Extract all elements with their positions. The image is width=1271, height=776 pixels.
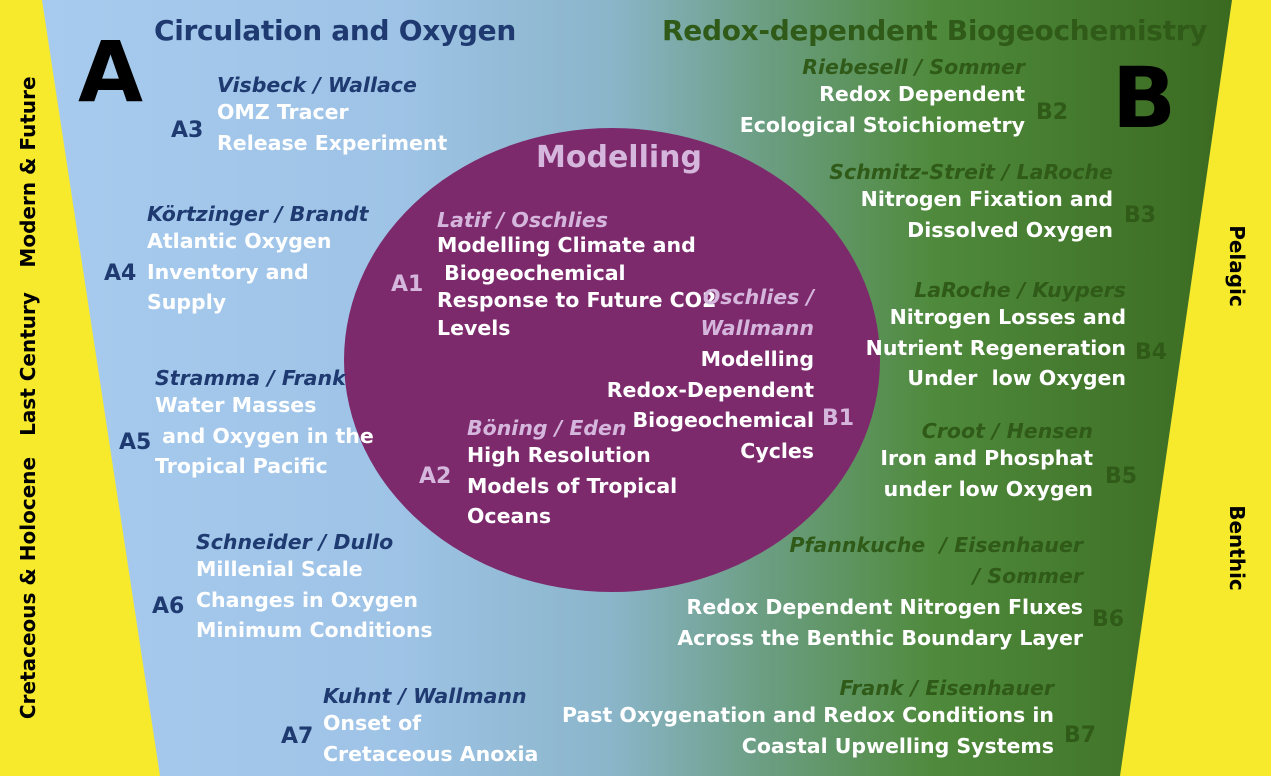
project-a7-title-line: Cretaceous Anoxia [323,741,539,766]
project-b3-title-line: Dissolved Oxygen [907,217,1113,242]
project-a4: Körtzinger / Brandt Atlantic Oxygen Inve… [147,202,368,318]
project-a6-title-line: Millenial Scale [196,557,363,581]
project-code-a2: A2 [419,464,452,489]
project-b4-authors: LaRoche / Kuypers [914,278,1126,302]
project-a2-title-line: High Resolution [467,443,651,467]
right-title: Redox-dependent Biogeochemistry [662,14,1208,47]
project-a2-title-line: Oceans [467,504,552,528]
project-code-a7: A7 [281,724,314,749]
project-a6: Schneider / Dullo Millenial Scale Change… [196,530,433,646]
project-b4-title-line: Under low Oxygen [907,366,1126,390]
project-a5: Stramma / Frank Water Masses and Oxygen … [155,366,374,482]
axis-label-cretaceous-holocene: Cretaceous & Holocene [16,456,40,720]
project-a7: Kuhnt / Wallmann Onset of Cretaceous Ano… [323,684,538,769]
project-a3: Visbeck / Wallace OMZ Tracer Release Exp… [217,73,447,158]
project-a6-title-line: Changes in Oxygen [196,587,418,612]
project-code-b4: B4 [1135,340,1168,365]
project-b2-authors: Riebesell / Sommer [802,55,1025,79]
project-a4-title-line: Atlantic Oxygen [147,229,332,253]
project-a2-authors: Böning / Eden [467,416,627,440]
project-b1-title-line: Modelling [700,347,814,371]
project-b7-title-line: Coastal Upwelling Systems [741,733,1054,758]
project-code-a3: A3 [171,118,204,143]
project-b5-title-line: Iron and Phosphat [880,446,1093,470]
project-code-a4: A4 [104,261,137,286]
modelling-ellipse [344,128,880,592]
project-a1: Latif / Oschlies Modelling Climate and B… [437,208,716,342]
project-a4-authors: Körtzinger / Brandt [147,202,369,226]
project-b1: Oschlies / Wallmann Modelling Redox-Depe… [607,282,814,466]
project-b6-authors: Pfannkuche / Eisenhauer [789,533,1083,557]
letter-b: B [1112,49,1177,147]
project-b1-title-line: Redox-Dependent [606,377,814,402]
project-b4-title-line: Nitrogen Losses and [889,305,1126,329]
project-b3: Schmitz-Streit / LaRoche Nitrogen Fixati… [829,160,1113,245]
project-a2: Böning / Eden High Resolution Models of … [467,416,677,532]
modelling-title: Modelling [536,140,702,175]
project-b1-authors: Wallmann [700,316,815,340]
project-b2-title-line: Redox Dependent [819,82,1025,106]
project-a1-authors: Latif / Oschlies [437,208,608,232]
project-b6-title-line: Redox Dependent Nitrogen Fluxes [686,595,1083,619]
letter-a: A [78,23,144,121]
project-a4-title-line: Inventory and [147,259,309,284]
project-b7-authors: Frank / Eisenhauer [839,676,1054,700]
project-a7-authors: Kuhnt / Wallmann [323,684,527,708]
project-code-a1: A1 [391,272,424,297]
project-b7-title-line: Past Oxygenation and Redox Conditions in [561,703,1054,727]
project-a4-title-line: Supply [147,290,227,314]
project-b3-authors: Schmitz-Streit / LaRoche [829,160,1113,184]
project-a3-title-line: Release Experiment [217,130,448,155]
axis-label-pelagic: Pelagic [1225,225,1249,307]
project-b1-title-line: Cycles [740,438,814,463]
project-b1-title-line: Biogeochemical [632,408,814,432]
project-b5-title-line: under low Oxygen [883,476,1093,501]
project-a5-title-line: Water Masses [155,393,317,417]
project-b1-authors: Oschlies / [702,285,814,309]
project-b6-authors: / Sommer [972,564,1083,588]
project-code-b1: B1 [822,406,855,431]
project-code-b3: B3 [1124,203,1157,228]
project-b3-title-line: Nitrogen Fixation and [860,187,1113,211]
project-b2-title-line: Ecological Stoichiometry [739,112,1025,137]
project-a1-title-line: Modelling Climate and [437,233,696,257]
project-a5-title-line: Tropical Pacific [155,454,328,478]
project-b6: Pfannkuche / Eisenhauer / Sommer Redox D… [677,530,1083,653]
project-a5-authors: Stramma / Frank [155,366,346,390]
axis-label-benthic: Benthic [1225,505,1249,591]
project-a5-title-line: and Oxygen in the [155,423,374,448]
left-title: Circulation and Oxygen [154,14,516,47]
project-a1-title-line: Response to Future CO2 [437,288,717,312]
axis-label-last-century: Last Century [16,292,40,436]
project-b2: Riebesell / Sommer Redox Dependent Ecolo… [740,55,1025,140]
project-code-a5: A5 [119,430,152,455]
project-a6-authors: Schneider / Dullo [196,530,394,554]
project-code-b6: B6 [1092,607,1125,632]
project-code-a6: A6 [152,594,185,619]
project-b7: Frank / Eisenhauer Past Oxygenation and … [562,676,1054,761]
project-b5: Croot / Hensen Iron and Phosphat under l… [880,419,1093,504]
project-b6-title-line: Across the Benthic Boundary Layer [677,625,1083,650]
axis-label-modern-future: Modern & Future [16,76,40,268]
project-a2-title-line: Models of Tropical [467,473,678,498]
project-code-b5: B5 [1105,464,1138,489]
project-b4: LaRoche / Kuypers Nitrogen Losses and Nu… [866,278,1126,394]
project-a7-title-line: Onset of [323,711,422,735]
project-a1-title-line: Biogeochemical [437,260,626,285]
project-b5-authors: Croot / Hensen [921,419,1093,443]
project-a6-title-line: Minimum Conditions [196,618,433,642]
project-a1-title-line: Levels [437,315,511,340]
project-a3-title-line: OMZ Tracer [217,100,349,124]
project-code-b2: B2 [1036,100,1069,125]
project-code-b7: B7 [1064,723,1097,748]
project-b4-title-line: Nutrient Regeneration [865,335,1126,360]
project-a3-authors: Visbeck / Wallace [217,73,417,97]
